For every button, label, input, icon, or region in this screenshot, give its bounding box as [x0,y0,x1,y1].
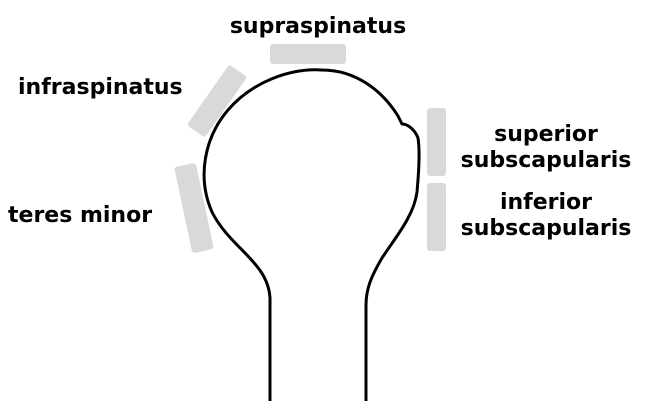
label-superior-subscapularis-line2: subscapularis [461,148,632,173]
label-infraspinatus: infraspinatus [18,75,183,100]
label-inferior-subscapularis-line2: subscapularis [461,216,632,241]
label-inferior-subscapularis-line1: inferior [500,190,592,215]
superior-subscapularis-pad [427,108,446,176]
inferior-subscapularis-pad [427,183,446,251]
label-teres-minor: teres minor [8,203,152,228]
label-superior-subscapularis-line1: superior [494,122,598,147]
label-supraspinatus: supraspinatus [230,14,406,39]
teres-minor-pad [174,163,214,254]
humerus-outline [204,70,419,401]
supraspinatus-pad [270,44,346,64]
